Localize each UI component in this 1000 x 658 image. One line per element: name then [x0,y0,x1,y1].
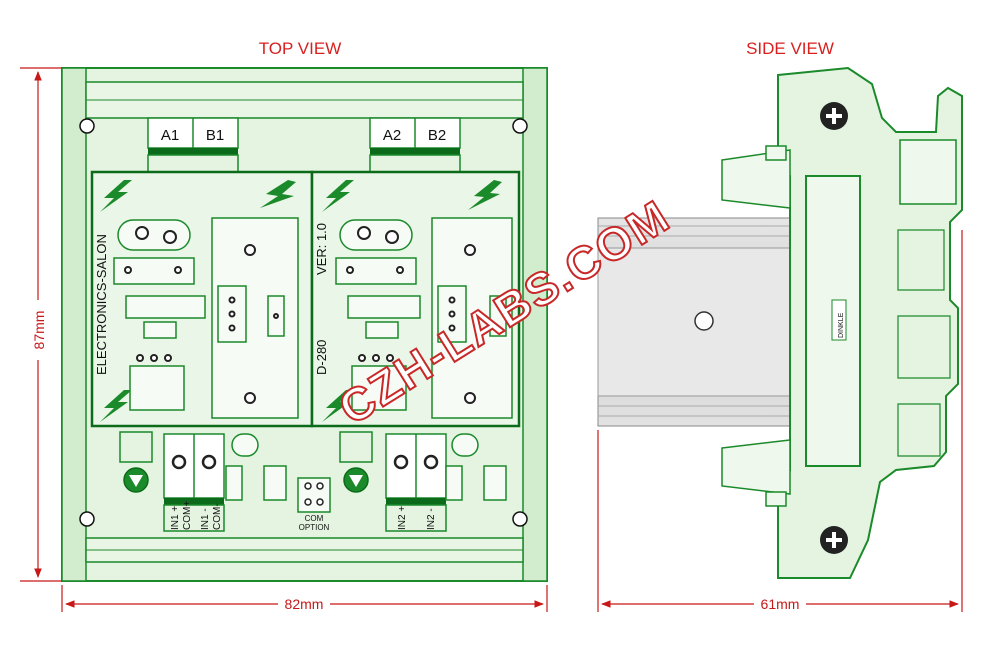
channel-2-components [335,217,513,419]
label-com-minus: COM- [212,503,223,530]
label-com-option-1: COM [305,514,324,523]
label-in2-minus: IN2 - [426,508,437,530]
dimension-depth: 61mm [761,596,800,612]
version-text: VER: 1.0 [314,223,329,275]
screw-icon [820,102,848,554]
terminal-label-a1: A1 [161,127,179,144]
dimension-width: 82mm [285,596,324,612]
label-in1-minus: IN1 - [200,508,211,530]
channel-1-components [113,217,299,419]
top-view-title: TOP VIEW [259,39,342,58]
terminal-label-a2: A2 [383,127,401,144]
terminal-label-b2: B2 [428,127,446,144]
side-view: DINKLE [597,66,963,579]
dimension-height: 87mm [31,311,47,350]
top-view: A1 B1 A2 B2 [61,67,548,582]
brand-text: ELECTRONICS-SALON [94,234,109,375]
label-in2-plus: IN2 + [397,506,408,530]
label-in1-plus: IN1 + [170,506,181,530]
terminal-label-b1: B1 [206,127,224,144]
model-text: D-280 [314,340,329,375]
label-com-plus: COM+ [182,501,193,530]
input-section [119,431,507,532]
dinkle-label: DINKLE [838,312,845,338]
label-com-option-2: OPTION [299,523,330,532]
lightning-icon [100,180,502,422]
side-view-title: SIDE VIEW [746,39,834,58]
